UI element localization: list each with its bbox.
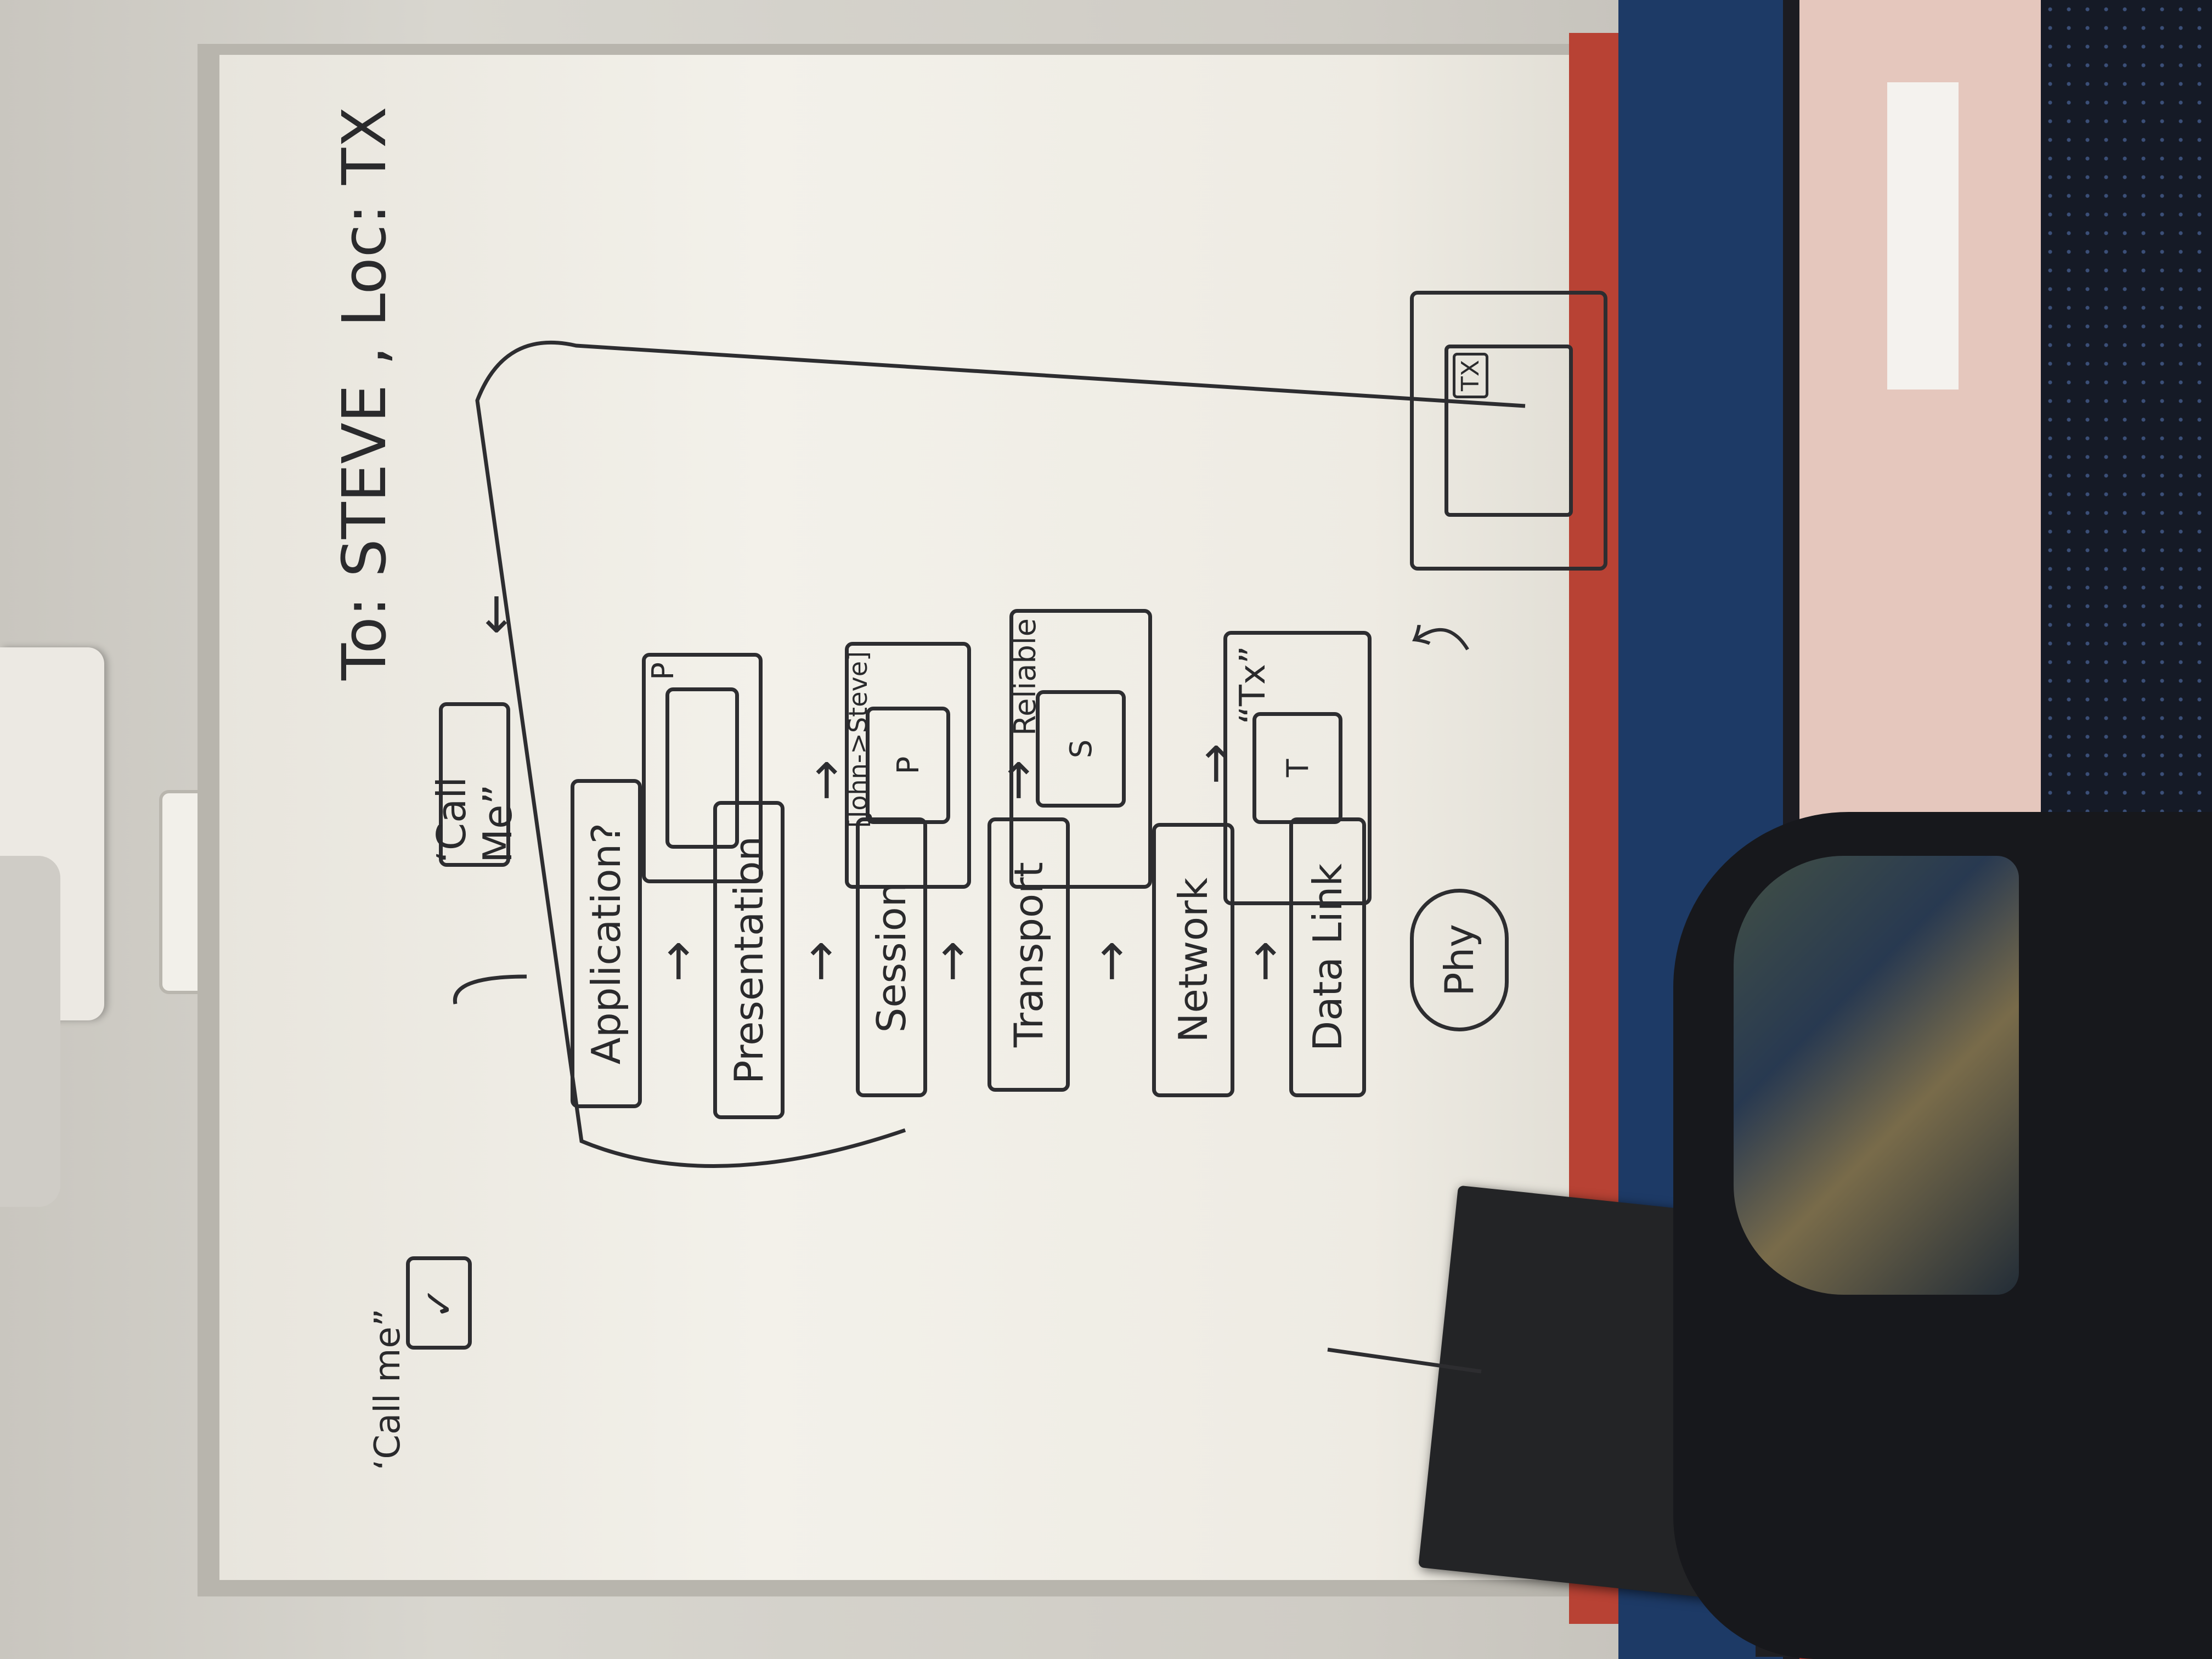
person-scarf bbox=[1734, 856, 2019, 1295]
message-label: Reliable bbox=[1008, 618, 1042, 736]
phy-label: Phy bbox=[1436, 924, 1482, 996]
arrow-down-icon: ↓ bbox=[476, 586, 517, 645]
tx-frame-box: TX bbox=[1410, 291, 1607, 571]
arrow-down-icon: → bbox=[648, 940, 706, 982]
chair-mesh bbox=[2041, 0, 2212, 823]
osi-layer-label: Network bbox=[1170, 877, 1216, 1043]
rotated-writing-canvas: To: STEVE , Loc: TX Application? Present… bbox=[219, 55, 1607, 1580]
check-mark-icon: ✓ bbox=[416, 1286, 462, 1320]
message-session-wrap: [John->Steve] P bbox=[843, 642, 971, 889]
message-label: [John->Steve] bbox=[843, 651, 873, 828]
checkbox-sketch: ✓ bbox=[406, 1256, 472, 1350]
tx-inner-box: TX bbox=[1444, 345, 1573, 517]
whiteboard-writing: To: STEVE , Loc: TX Application? Present… bbox=[219, 55, 1607, 1580]
osi-layer-label: Application? bbox=[583, 822, 629, 1065]
ceiling-projector-body bbox=[0, 856, 60, 1207]
osi-layer-label: Session bbox=[868, 882, 915, 1033]
inner-payload-box bbox=[665, 687, 739, 849]
paper-sheet bbox=[1887, 82, 1959, 390]
phy-cloud: Phy bbox=[1410, 889, 1509, 1031]
osi-layer-application: Application? bbox=[571, 779, 642, 1108]
osi-layer-network: Network bbox=[1152, 823, 1234, 1097]
inner-payload-box: S bbox=[1036, 690, 1126, 808]
arrow-down-icon: → bbox=[1082, 940, 1139, 982]
message-label: “Tx” bbox=[1233, 646, 1273, 725]
whiteboard-surface bbox=[219, 55, 1575, 1580]
message-presentation-wrap: P bbox=[642, 653, 763, 883]
arrow-down-icon: → bbox=[1235, 940, 1293, 982]
message-transport-wrap: Reliable S bbox=[1008, 609, 1152, 889]
tx-label: TX bbox=[1453, 353, 1488, 399]
call-me-note: ‘Call me” bbox=[368, 1308, 408, 1470]
message-network-wrap: “Tx” T bbox=[1223, 631, 1372, 905]
arrow-down-icon: → bbox=[923, 940, 980, 982]
inner-label: S bbox=[1063, 739, 1098, 759]
inner-label: T bbox=[1280, 759, 1315, 777]
inner-payload-box: T bbox=[1252, 712, 1342, 824]
stack-loop-outline bbox=[453, 340, 1526, 1374]
message-label: ‘Call Me” bbox=[428, 776, 521, 863]
arrow-down-icon: → bbox=[791, 940, 849, 982]
inner-label: P bbox=[890, 756, 926, 775]
osi-layer-label: Transport bbox=[1006, 862, 1052, 1047]
message-call-me: ‘Call Me” bbox=[428, 702, 521, 867]
message-label: P bbox=[646, 662, 680, 680]
inner-payload-box: P bbox=[866, 707, 950, 824]
